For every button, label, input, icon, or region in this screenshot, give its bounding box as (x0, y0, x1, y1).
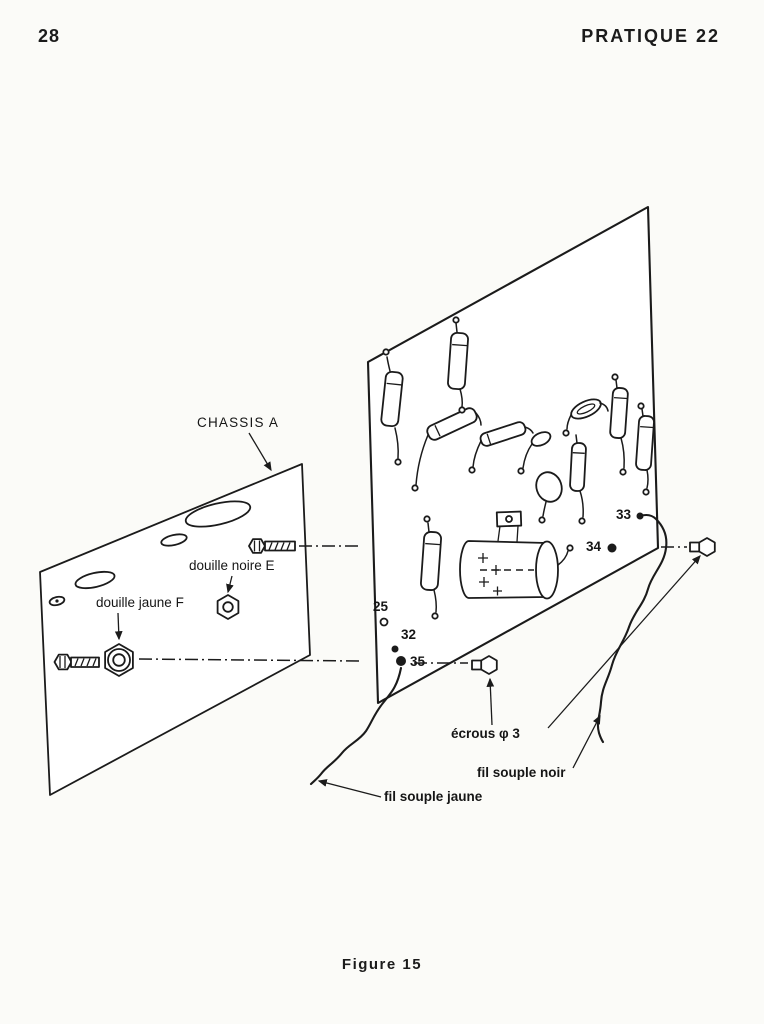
callout-35: 35 (410, 654, 426, 669)
arrow-fil-jaune (317, 779, 382, 798)
douille-noire-assembly (216, 538, 362, 620)
arrow-ecrou-right (547, 555, 701, 729)
terminal-35 (396, 656, 406, 666)
resistor-2 (447, 331, 469, 391)
label-fil-jaune: fil souple jaune (384, 789, 483, 804)
callout-34: 34 (586, 539, 602, 554)
solder-pads (382, 316, 650, 620)
figure-caption: Figure 15 (341, 956, 423, 973)
component-oval (570, 398, 602, 420)
terminal-32 (391, 645, 399, 653)
resistor-6 (635, 415, 655, 471)
leader-arrows (114, 432, 701, 798)
nut-douille-noire (216, 594, 240, 620)
resistor-1 (380, 370, 404, 428)
figure-labels: CHASSIS A douille noire E douille jaune … (96, 415, 632, 804)
board-callouts (379, 512, 644, 666)
hole-25 (379, 617, 389, 627)
chassis-hole-small (160, 533, 188, 547)
label-fil-noir: fil souple noir (477, 765, 566, 780)
capacitor-clamp (495, 510, 523, 543)
arrow-chassis (248, 432, 272, 472)
circuit-board (366, 205, 660, 705)
polarity-plus-marks (478, 553, 502, 596)
callout-32: 32 (401, 627, 416, 642)
nut-douille-jaune (104, 643, 134, 677)
arrow-douille-jaune (114, 612, 123, 641)
douille-jaune-assembly (53, 643, 361, 677)
page-header: PRATIQUE 22 (581, 26, 720, 46)
page-number: 28 (38, 26, 61, 46)
label-ecrous: écrous φ 3 (451, 726, 520, 741)
component-oval-small (530, 431, 552, 447)
board-components (380, 316, 655, 620)
label-chassis-a: CHASSIS A (197, 415, 279, 430)
chassis-outline (39, 463, 311, 796)
screw-bottom (53, 653, 100, 671)
terminal-34 (607, 543, 617, 553)
resistor-5 (609, 387, 629, 439)
chassis (39, 463, 311, 796)
arrow-fil-noir (572, 714, 601, 769)
resistor-7 (569, 442, 587, 492)
arrow-ecrou-left (486, 677, 495, 726)
chassis-hole-tiny (48, 595, 66, 607)
chassis-hole-medium (74, 570, 116, 590)
wire-yellow (309, 666, 403, 786)
ecrou-nut-right (689, 537, 716, 557)
component-leads (386, 322, 649, 613)
label-douille-jaune: douille jaune F (96, 595, 184, 610)
chassis-hole-dot (55, 599, 59, 603)
screw-top (248, 538, 296, 554)
capacitor-disc (535, 471, 563, 503)
arrow-douille-noire (226, 575, 234, 594)
electrolytic-capacitor (459, 540, 559, 600)
chassis-hole-large (184, 500, 252, 528)
axis-line-bottom (138, 658, 361, 662)
resistor-8 (420, 531, 442, 591)
ecrou-nut-left (471, 655, 498, 675)
chassis-holes (48, 500, 252, 607)
label-douille-noire: douille noire E (189, 558, 275, 573)
callout-25: 25 (373, 599, 389, 614)
callout-33: 33 (616, 507, 632, 522)
